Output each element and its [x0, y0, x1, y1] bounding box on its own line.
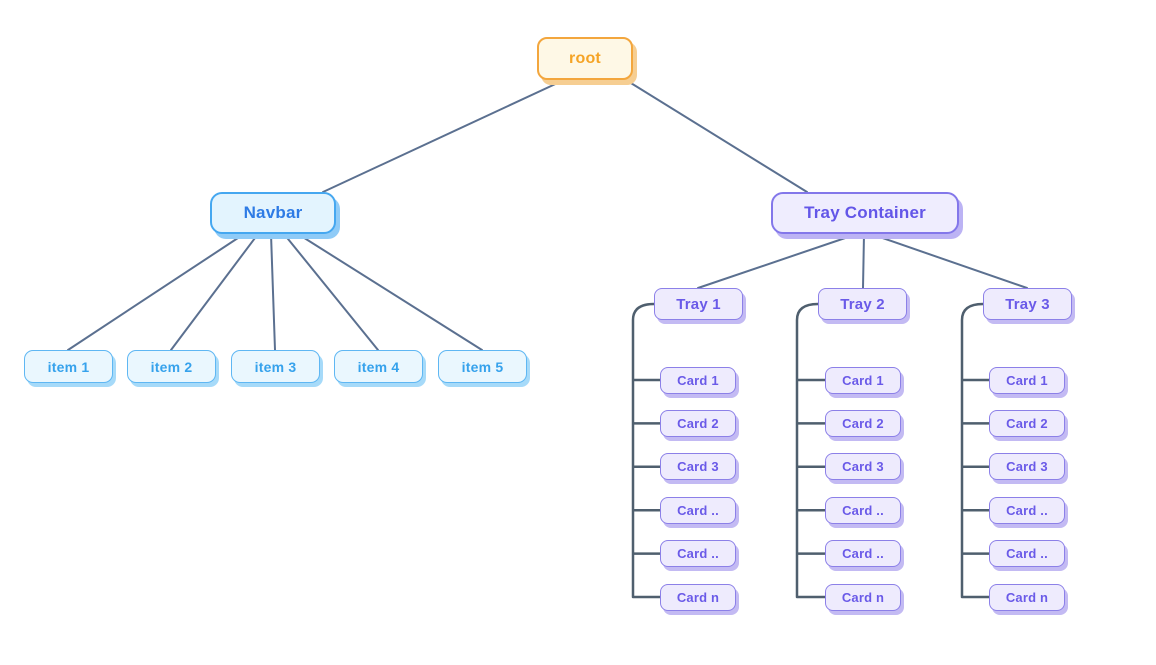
tree-edge — [870, 233, 1028, 289]
node-tray-3-card-3: Card 3 — [989, 453, 1065, 481]
node-tray-3: Tray 3 — [983, 288, 1072, 320]
node-tray-3-card-6: Card n — [989, 583, 1065, 611]
node-tray-1-card-5: Card .. — [660, 540, 736, 568]
tree-edge — [170, 233, 259, 351]
node-tray-2-card-6: Card n — [825, 583, 901, 611]
node-tray-1-card-1: Card 1 — [660, 366, 736, 394]
node-tray-2-card-2: Card 2 — [825, 409, 901, 437]
node-tray-3-card-1: Card 1 — [989, 366, 1065, 394]
node-navbar: Navbar — [210, 192, 336, 234]
node-item-4: item 4 — [334, 350, 423, 383]
node-tray-1: Tray 1 — [654, 288, 743, 320]
tree-edge — [67, 233, 245, 351]
tree-edge — [697, 233, 858, 289]
node-tray-2-card-5: Card .. — [825, 540, 901, 568]
node-tray-1-card-3: Card 3 — [660, 453, 736, 481]
node-tray-1-card-4: Card .. — [660, 496, 736, 524]
node-tray-2-card-4: Card .. — [825, 496, 901, 524]
node-root: root — [537, 37, 633, 80]
node-tray-2: Tray 2 — [818, 288, 907, 320]
node-item-5: item 5 — [438, 350, 527, 383]
tree-edge — [862, 233, 865, 289]
tree-edge — [270, 233, 276, 351]
node-item-1: item 1 — [24, 350, 113, 383]
tree-edge — [322, 79, 565, 193]
tree-edge — [283, 233, 379, 351]
tree-edge — [625, 79, 808, 193]
node-tray-1-card-2: Card 2 — [660, 409, 736, 437]
node-tray-1-card-6: Card n — [660, 583, 736, 611]
tray-3-bracket — [960, 302, 991, 599]
node-tray-3-card-4: Card .. — [989, 496, 1065, 524]
node-item-2: item 2 — [127, 350, 216, 383]
tray-1-bracket — [631, 302, 662, 599]
node-tray-3-card-5: Card .. — [989, 540, 1065, 568]
tray-2-bracket — [795, 302, 827, 599]
node-tray-2-card-3: Card 3 — [825, 453, 901, 481]
node-tray-2-card-1: Card 1 — [825, 366, 901, 394]
tree-edge — [297, 233, 483, 351]
node-tray-container: Tray Container — [771, 192, 959, 234]
node-item-3: item 3 — [231, 350, 320, 383]
node-tray-3-card-2: Card 2 — [989, 409, 1065, 437]
